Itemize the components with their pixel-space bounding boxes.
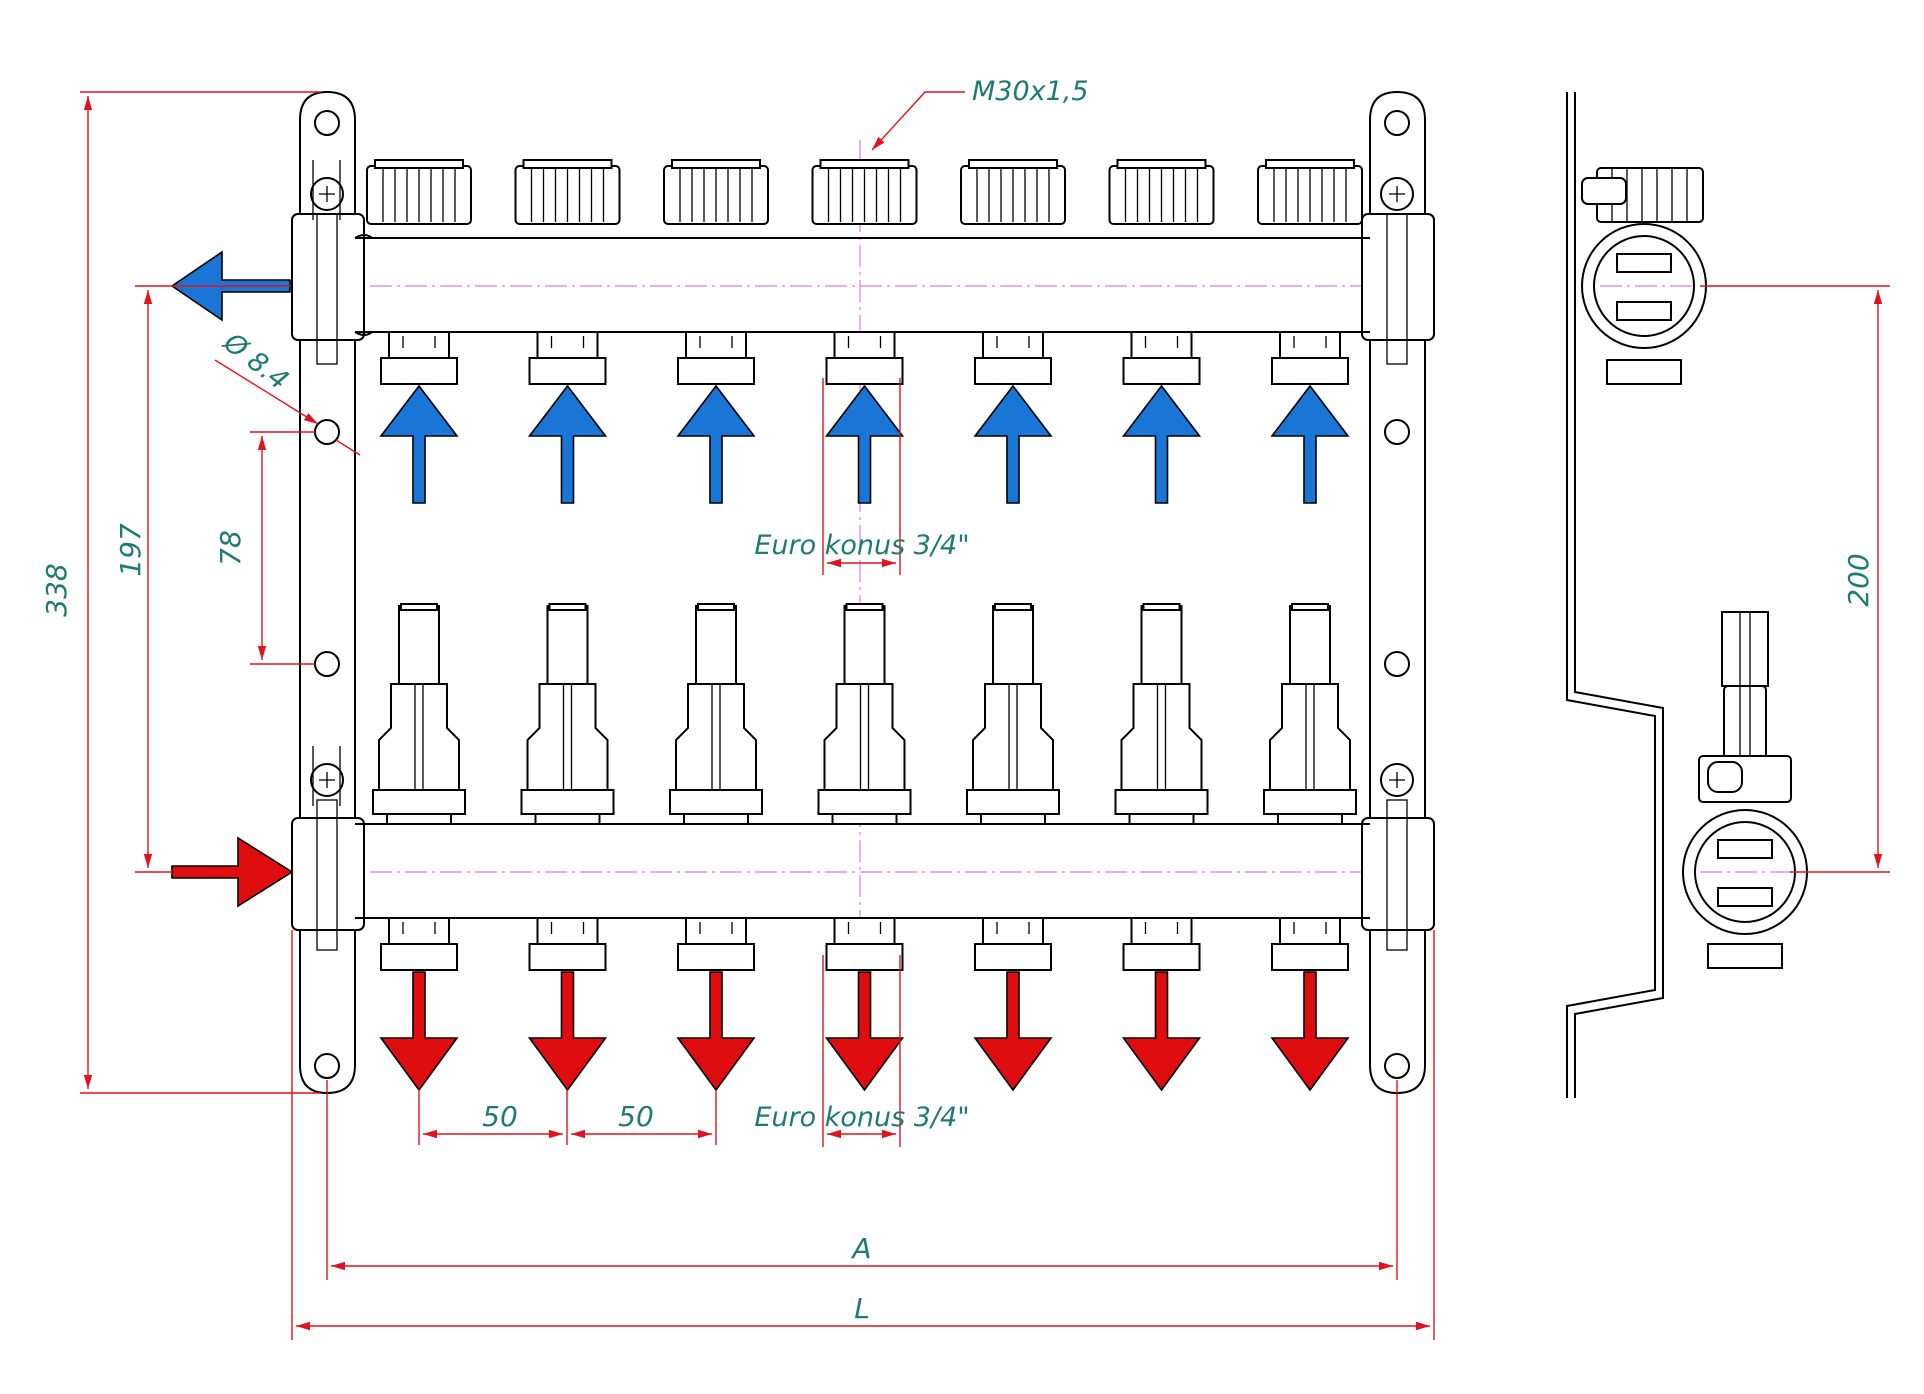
side-view — [1566, 92, 1808, 1098]
supply-fitting-icon — [388, 331, 450, 359]
valve-stem-icon — [695, 605, 737, 685]
valve-stem-icon — [546, 605, 589, 685]
supply-fitting-icon — [685, 331, 747, 359]
valve-body-icon — [378, 683, 460, 791]
side-spacing-label: 200 — [1842, 553, 1875, 606]
mount-hole-icon — [1384, 110, 1410, 136]
euro-konus-top-label: Euro konus 3/4" — [754, 530, 969, 561]
return-fitting-icon — [388, 917, 450, 945]
return-fitting-icon — [685, 917, 747, 945]
valve-stem-icon — [992, 605, 1034, 685]
pitch-label-2: 50 — [618, 1100, 654, 1133]
thread-label: M30x1,5 — [972, 76, 1089, 107]
return-bar — [355, 823, 1370, 919]
return-arrow-icon — [1270, 971, 1350, 1092]
screw-icon — [1380, 763, 1414, 797]
valve-body-icon — [972, 683, 1054, 791]
mount-hole-icon — [1384, 419, 1410, 445]
valve-body-icon — [675, 683, 757, 791]
return-fitting-icon — [1279, 917, 1341, 945]
pitch-label-1: 50 — [482, 1100, 518, 1133]
valve-stem-icon — [398, 605, 440, 685]
supply-arrow-icon — [973, 384, 1053, 504]
mount-hole-icon — [314, 1053, 340, 1079]
return-arrow-icon — [379, 971, 459, 1092]
screw-icon — [1380, 177, 1414, 211]
valve-stem-icon — [1289, 605, 1331, 685]
return-fitting-icon — [536, 917, 599, 945]
centerlines — [300, 140, 1390, 1000]
supply-fitting-icon — [833, 331, 896, 359]
screw-icon — [310, 763, 344, 797]
return-fitting-icon — [982, 917, 1044, 945]
length-l-label: L — [854, 1292, 870, 1325]
hole-spacing-label: 78 — [214, 530, 247, 566]
return-arrow-icon — [676, 971, 756, 1092]
supply-fitting-icon — [1279, 331, 1341, 359]
length-a-label: A — [850, 1232, 871, 1265]
supply-bar — [354, 234, 1370, 336]
euro-konus-bottom-label: Euro konus 3/4" — [754, 1102, 969, 1133]
valve-stem-icon — [843, 605, 886, 685]
supply-arrow-icon — [824, 384, 905, 504]
left-mounting-bracket — [291, 90, 365, 1095]
mount-hole-icon — [1384, 651, 1410, 677]
mount-hole-icon — [314, 110, 340, 136]
dimension-lines — [80, 91, 1890, 1340]
return-fitting-icon — [1130, 917, 1193, 945]
valve-body-icon — [1269, 683, 1351, 791]
mount-hole-icon — [314, 651, 340, 677]
return-fitting-icon — [833, 917, 896, 945]
return-inlet-arrow-icon — [171, 836, 294, 908]
return-arrow-icon — [527, 971, 608, 1092]
overall-height-label: 338 — [40, 563, 73, 616]
return-arrow-icon — [1121, 971, 1202, 1092]
outlet-group — [366, 159, 1363, 1092]
supply-fitting-icon — [982, 331, 1044, 359]
supply-arrow-icon — [1121, 384, 1202, 504]
screw-icon — [310, 177, 344, 211]
valve-body-icon — [1120, 683, 1203, 791]
valve-body-icon — [823, 683, 906, 791]
return-arrow-icon — [824, 971, 905, 1092]
supply-arrow-icon — [527, 384, 608, 504]
supply-arrow-icon — [1270, 384, 1350, 504]
right-mounting-bracket — [1361, 90, 1435, 1095]
mount-hole-icon — [1384, 1053, 1410, 1079]
valve-stem-icon — [1140, 605, 1183, 685]
return-arrow-icon — [973, 971, 1053, 1092]
port-height-label: 197 — [114, 523, 147, 577]
supply-fitting-icon — [536, 331, 599, 359]
supply-fitting-icon — [1130, 331, 1193, 359]
valve-body-icon — [526, 683, 609, 791]
supply-arrow-icon — [379, 384, 459, 504]
mount-hole-icon — [314, 419, 340, 445]
supply-arrow-icon — [676, 384, 756, 504]
